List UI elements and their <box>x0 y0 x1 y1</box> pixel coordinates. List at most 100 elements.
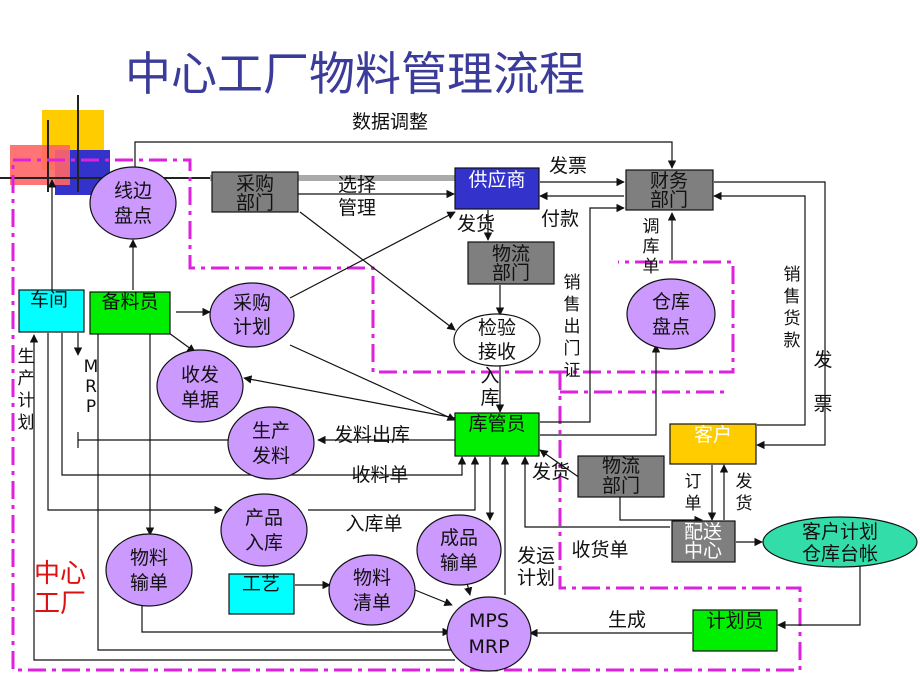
label-shouliaodan: 收料单 <box>351 464 408 486</box>
node-shengchan-faliao[interactable]: 生产 发料 <box>227 406 315 480</box>
node-label: 财务 <box>650 170 688 192</box>
node-label: 部门 <box>602 475 640 497</box>
node-label: 供应商 <box>468 169 525 191</box>
label-fa: 发 <box>736 472 753 492</box>
label-xs1: 销 <box>564 273 581 293</box>
label-fukuan: 付款 <box>541 208 579 230</box>
label-guanli: 管理 <box>338 197 376 219</box>
node-wuliao-qingdan[interactable]: 物料 清单 <box>328 554 416 626</box>
node-label: 中心 <box>684 540 722 562</box>
node-label: 输单 <box>130 572 168 594</box>
node-shoufa-danju[interactable]: 收发 单据 <box>156 349 244 423</box>
node-label: 接收 <box>478 341 516 363</box>
label-fayun: 发运 <box>517 545 555 567</box>
node-label: MRP <box>468 636 509 658</box>
edge-labels: 数据调整 选择 管理 发票 发货 付款 调 库 单 销 售 出 门 证 销 售 … <box>18 111 833 631</box>
node-label: 部门 <box>236 192 274 214</box>
node-cangku-pandian[interactable]: 仓库 盘点 <box>626 278 716 350</box>
node-wuliao-shudan[interactable]: 物料 输单 <box>105 533 193 607</box>
node-mps-mrp[interactable]: MPS MRP <box>446 596 532 672</box>
label-ku2: 库 <box>480 387 499 409</box>
label-faliao-chuku: 发料出库 <box>334 424 410 446</box>
node-label: 收发 <box>181 364 219 386</box>
node-label: 盘点 <box>652 316 690 338</box>
label-ding: 订 <box>685 472 702 492</box>
node-label: 工艺 <box>242 573 280 595</box>
node-chengpin-shudan[interactable]: 成品 输单 <box>416 514 502 586</box>
node-label: 单据 <box>181 389 219 411</box>
label-shuju-tiaozheng: 数据调整 <box>352 111 428 133</box>
label-zhongxin: 中心 <box>34 559 86 589</box>
node-label: 清单 <box>353 592 391 614</box>
node-jianyan-jieshou[interactable]: 检验 接收 <box>453 313 541 367</box>
label-xs5: 证 <box>564 361 581 381</box>
label-diao: 调 <box>643 217 660 237</box>
dashed-boundaries <box>11 158 802 672</box>
node-xianbian-pandian[interactable]: 线边 盘点 <box>89 166 177 240</box>
label-xs3: 出 <box>564 317 581 337</box>
node-peisong-zhongxin[interactable]: 配送 中心 <box>671 520 736 563</box>
node-kehu-jihua[interactable]: 客户计划 仓库台帐 <box>762 516 918 568</box>
node-label: 生产 <box>252 420 290 442</box>
node-label: 入库 <box>245 532 283 554</box>
label-fp1: 发 <box>813 349 832 371</box>
node-label: 采购 <box>236 173 274 195</box>
node-chanpin-ruku[interactable]: 产品 入库 <box>220 493 308 567</box>
label-p: P <box>86 397 96 417</box>
node-label: 发料 <box>252 445 290 467</box>
label-ku: 库 <box>643 237 660 257</box>
node-label: 输单 <box>440 552 478 574</box>
label-shouhuodan: 收货单 <box>571 539 628 561</box>
label-hk2: 售 <box>784 287 801 307</box>
node-label: 仓库 <box>652 291 690 313</box>
label-xs4: 门 <box>564 339 581 359</box>
label-sc1: 生 <box>18 347 35 367</box>
label-m: M <box>84 357 99 377</box>
node-wuliu-bumen-mid[interactable]: 物流 部门 <box>577 455 665 498</box>
label-shengcheng: 生成 <box>608 609 646 631</box>
node-label: 产品 <box>245 507 283 529</box>
label-fp2: 票 <box>813 393 832 415</box>
node-gongyi[interactable]: 工艺 <box>228 573 295 615</box>
node-label: 线边 <box>114 180 152 202</box>
node-gongyingshang[interactable]: 供应商 <box>454 167 540 210</box>
node-label: 库管员 <box>468 413 525 435</box>
node-label: 物流 <box>492 243 530 265</box>
page-title: 中心工厂物料管理流程 <box>125 47 585 101</box>
label-hk1: 销 <box>784 265 801 285</box>
node-label: MPS <box>469 610 509 632</box>
node-label: 仓库台帐 <box>802 543 878 565</box>
node-chejian[interactable]: 车间 <box>18 289 85 333</box>
node-jihuayuan[interactable]: 计划员 <box>692 609 778 652</box>
label-sc2: 产 <box>18 369 35 389</box>
label-sc3: 计 <box>18 391 35 411</box>
label-rukudan: 入库单 <box>345 513 402 535</box>
label-gongchang: 工厂 <box>34 589 86 619</box>
node-kehu[interactable]: 客户 <box>669 423 757 465</box>
node-wuliu-bumen-top[interactable]: 物流 部门 <box>467 241 555 285</box>
label-jihua: 计划 <box>517 567 555 589</box>
label-sc4: 划 <box>18 413 35 433</box>
node-kuguanyuan[interactable]: 库管员 <box>454 412 540 457</box>
node-label: 物料 <box>353 567 391 589</box>
label-r: R <box>85 377 97 397</box>
node-label: 客户计划 <box>802 521 878 543</box>
node-label: 备料员 <box>101 291 158 313</box>
node-label: 物料 <box>130 547 168 569</box>
node-label: 成品 <box>440 527 478 549</box>
label-xuanze: 选择 <box>338 174 376 196</box>
node-label: 客户 <box>694 424 732 446</box>
label-fapiao-top: 发票 <box>549 155 587 177</box>
label-ru: 入 <box>480 365 499 387</box>
node-label: 配送 <box>684 521 722 543</box>
node-label: 车间 <box>30 289 68 311</box>
connectors <box>29 141 861 661</box>
node-beiliaoyuan[interactable]: 备料员 <box>89 291 171 335</box>
node-label: 部门 <box>492 262 530 284</box>
node-caigou-bumen[interactable]: 采购 部门 <box>211 171 299 214</box>
node-caiwu-bumen[interactable]: 财务 部门 <box>625 169 714 211</box>
label-dan: 单 <box>643 257 660 277</box>
node-caigou-jihua[interactable]: 采购 计划 <box>209 282 295 348</box>
node-label: 盘点 <box>114 205 152 227</box>
